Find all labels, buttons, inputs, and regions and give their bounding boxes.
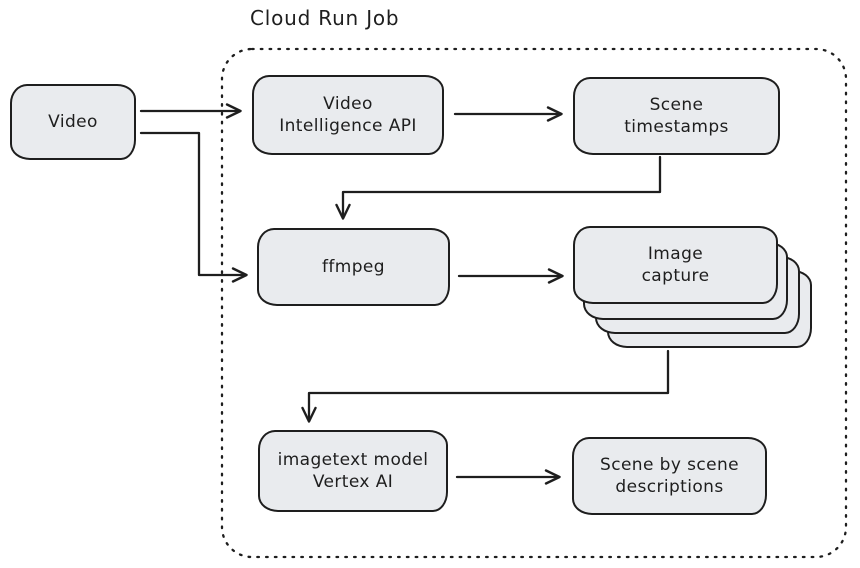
node-image-capture-stack: Image capture — [573, 226, 812, 348]
node-video: Video — [10, 84, 136, 160]
node-scene-timestamps: Scene timestamps — [573, 77, 780, 155]
cloud-run-job-boundary — [220, 47, 848, 559]
connector-image-capture-to-imagetext-vertex — [301, 349, 670, 423]
node-image-capture-label: Image capture — [641, 243, 710, 286]
node-video-label: Video — [48, 111, 98, 132]
node-video-intelligence-api: Video Intelligence API — [252, 75, 444, 155]
connector-scene-timestamps-to-ffmpeg — [335, 155, 662, 220]
node-imagetext-vertex-label: imagetext model Vertex AI — [277, 449, 429, 492]
node-image-capture: Image capture — [573, 226, 778, 304]
node-video-intelligence-api-label: Video Intelligence API — [279, 93, 417, 136]
connector-video-to-ffmpeg — [139, 131, 248, 283]
diagram-title: Cloud Run Job — [250, 6, 400, 30]
node-ffmpeg: ffmpeg — [257, 228, 450, 306]
node-scene-descriptions-label: Scene by scene descriptions — [600, 454, 739, 497]
node-scene-descriptions: Scene by scene descriptions — [572, 437, 767, 515]
node-ffmpeg-label: ffmpeg — [322, 256, 385, 277]
node-imagetext-vertex: imagetext model Vertex AI — [258, 430, 448, 512]
node-scene-timestamps-label: Scene timestamps — [624, 94, 729, 137]
